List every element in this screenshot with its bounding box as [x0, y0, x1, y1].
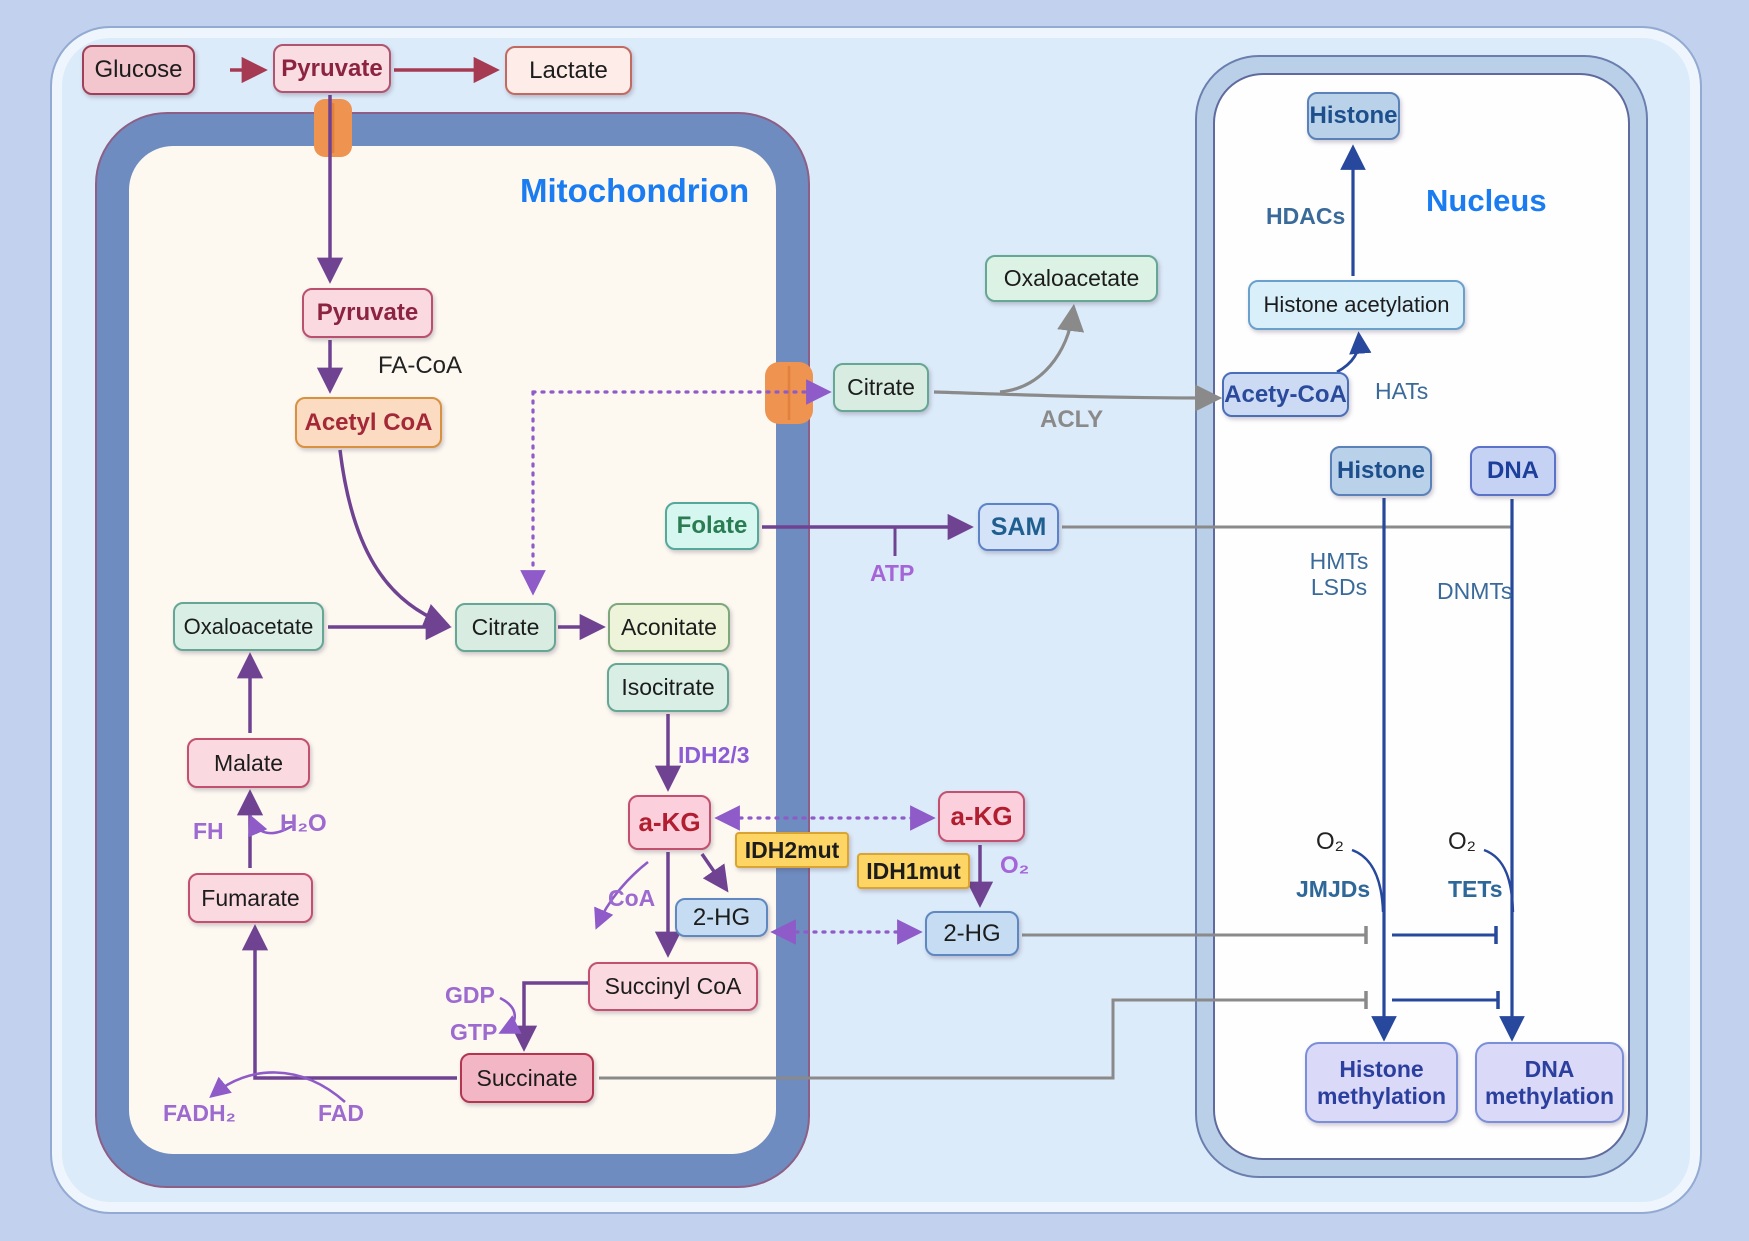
arrow-succinylcoa-succinate [510, 981, 590, 1052]
citrate-transporter-icon [765, 362, 813, 424]
arrow-akg-2hg-mito [700, 853, 729, 893]
gdp-gtp-curve [498, 996, 522, 1034]
fad-fadh2-curve [209, 1071, 346, 1103]
o2-jmjds-curve [1351, 848, 1385, 913]
o2-tets-curve [1483, 848, 1515, 913]
hats-curve [1336, 331, 1372, 374]
pyruvate-transporter-icon [314, 99, 352, 157]
succinate-inhibition-line [599, 998, 1366, 1080]
arrow-acetylcoa-citrate [338, 449, 451, 629]
h2o-curve [248, 814, 293, 838]
arrow-citrate-acetycoa [933, 384, 1223, 412]
nucleoplasm [1213, 73, 1630, 1160]
arrow-succinate-fumarate [241, 924, 457, 1080]
nucleus-region [1195, 55, 1648, 1178]
arrow-citrate-oxaloacetate [999, 303, 1085, 394]
coa-curve [594, 860, 649, 930]
